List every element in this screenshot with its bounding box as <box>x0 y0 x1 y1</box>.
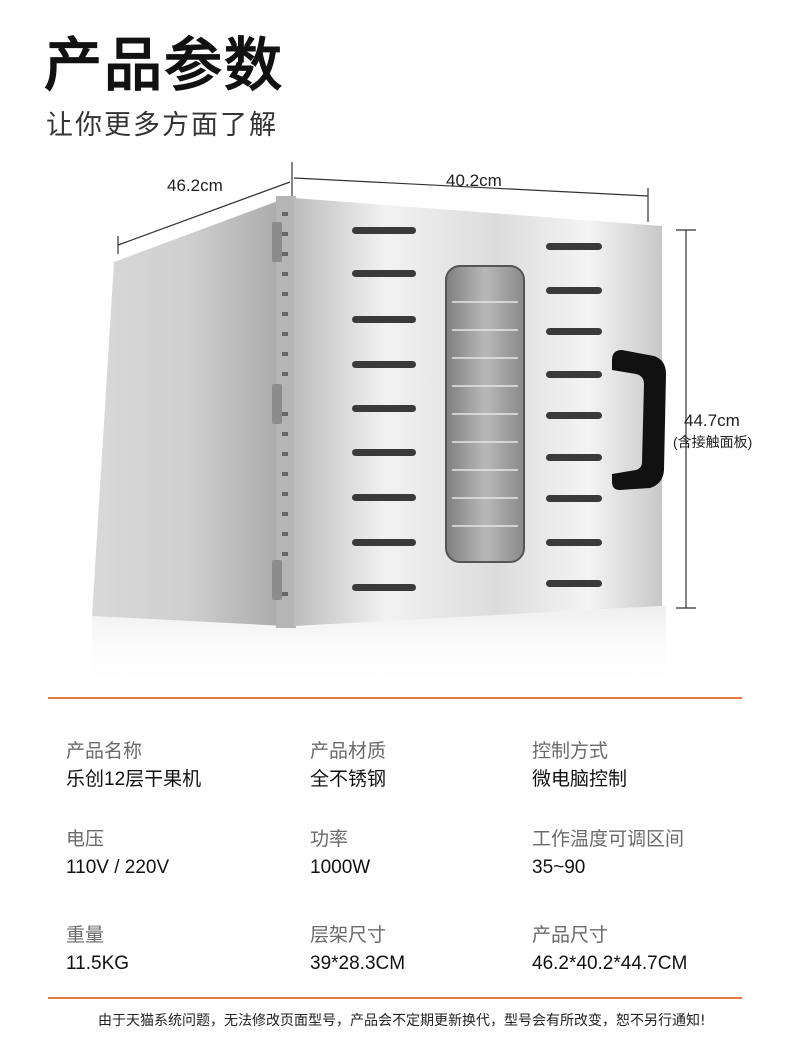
dimension-width: 40.2cm <box>446 171 502 190</box>
page-subtitle: 让你更多方面了解 <box>46 110 278 141</box>
spec-label: 重量 <box>66 924 105 946</box>
side-panel <box>92 198 286 626</box>
product-image-dehydrator <box>92 162 696 690</box>
spec-label: 电压 <box>66 828 105 850</box>
spec-label: 控制方式 <box>532 740 609 762</box>
spec-label: 层架尺寸 <box>310 924 387 946</box>
spec-value: 39*28.3CM <box>310 953 406 974</box>
spec-power: 功率 1000W <box>310 828 371 878</box>
spec-weight: 重量 11.5KG <box>66 924 130 974</box>
spec-value: 乐创12层干果机 <box>66 769 202 790</box>
spec-value: 35~90 <box>532 857 586 878</box>
spec-temperature-range: 工作温度可调区间 35~90 <box>532 828 685 878</box>
spec-material: 产品材质 全不锈钢 <box>310 740 387 790</box>
dimension-lines <box>117 162 696 609</box>
spec-label: 产品材质 <box>310 740 387 762</box>
spec-value: 微电脑控制 <box>532 769 628 790</box>
dimension-height: 44.7cm <box>684 411 740 430</box>
divider-top <box>48 697 742 699</box>
spec-label: 工作温度可调区间 <box>532 828 685 850</box>
dimension-depth: 46.2cm <box>167 176 223 195</box>
disclaimer: 由于天猫系统问题，无法修改页面型号，产品会不定期更新换代，型号会有所改变，恕不另… <box>98 1013 706 1029</box>
spec-label: 产品名称 <box>66 740 143 762</box>
spec-value: 110V / 220V <box>66 857 170 878</box>
spec-value: 1000W <box>310 857 371 878</box>
door-handle <box>612 350 666 490</box>
spec-rack-size: 层架尺寸 39*28.3CM <box>310 924 406 974</box>
page-title: 产品参数 <box>44 31 285 99</box>
spec-product-size: 产品尺寸 46.2*40.2*44.7CM <box>532 924 688 974</box>
spec-control: 控制方式 微电脑控制 <box>532 740 628 790</box>
divider-bottom <box>48 997 742 999</box>
spec-value: 全不锈钢 <box>310 769 387 790</box>
spec-label: 产品尺寸 <box>532 924 609 946</box>
spec-product-name: 产品名称 乐创12层干果机 <box>66 740 202 790</box>
dimension-height-note: (含接触面板) <box>673 434 753 450</box>
spec-value: 11.5KG <box>66 953 130 974</box>
spec-voltage: 电压 110V / 220V <box>66 828 170 878</box>
spec-value: 46.2*40.2*44.7CM <box>532 953 688 974</box>
spec-label: 功率 <box>310 828 349 850</box>
